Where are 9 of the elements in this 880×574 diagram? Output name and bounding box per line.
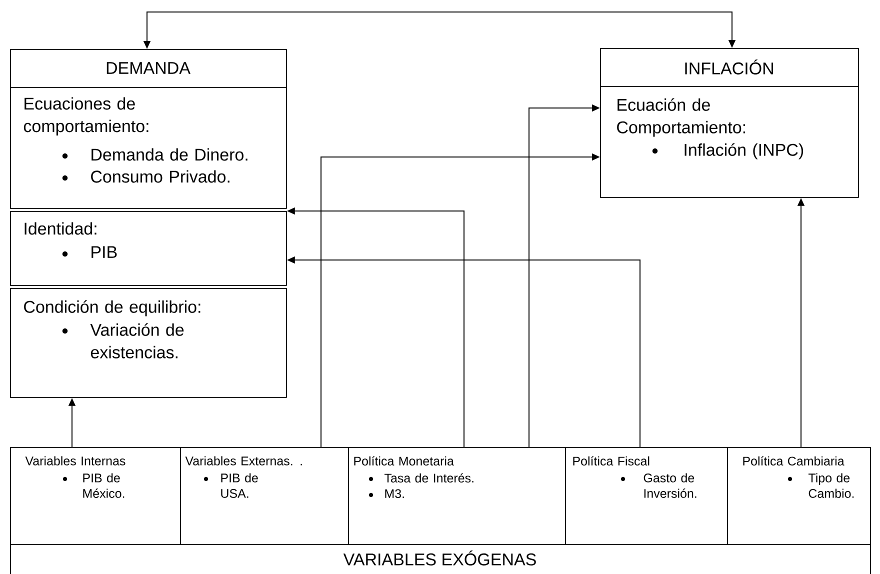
process-box: Identidad: PIB — [10, 211, 287, 286]
table-cell: Política Cambiaria Tipo de Cambio. — [727, 447, 871, 545]
table-cell: Variables Externas. . PIB de USA. — [180, 447, 349, 545]
table-cell: Variables Internas PIB de México. — [10, 447, 181, 545]
table-cell: Política Monetaria Tasa de Interés. M3. — [348, 447, 566, 545]
header-box: INFLACIÓN — [600, 48, 859, 87]
table-cell: Política Fiscal Gasto de Inversión. — [565, 447, 728, 545]
process-box: Condición de equilibrio: Variación de existencias. — [10, 288, 287, 398]
header-box: DEMANDA — [10, 49, 287, 88]
